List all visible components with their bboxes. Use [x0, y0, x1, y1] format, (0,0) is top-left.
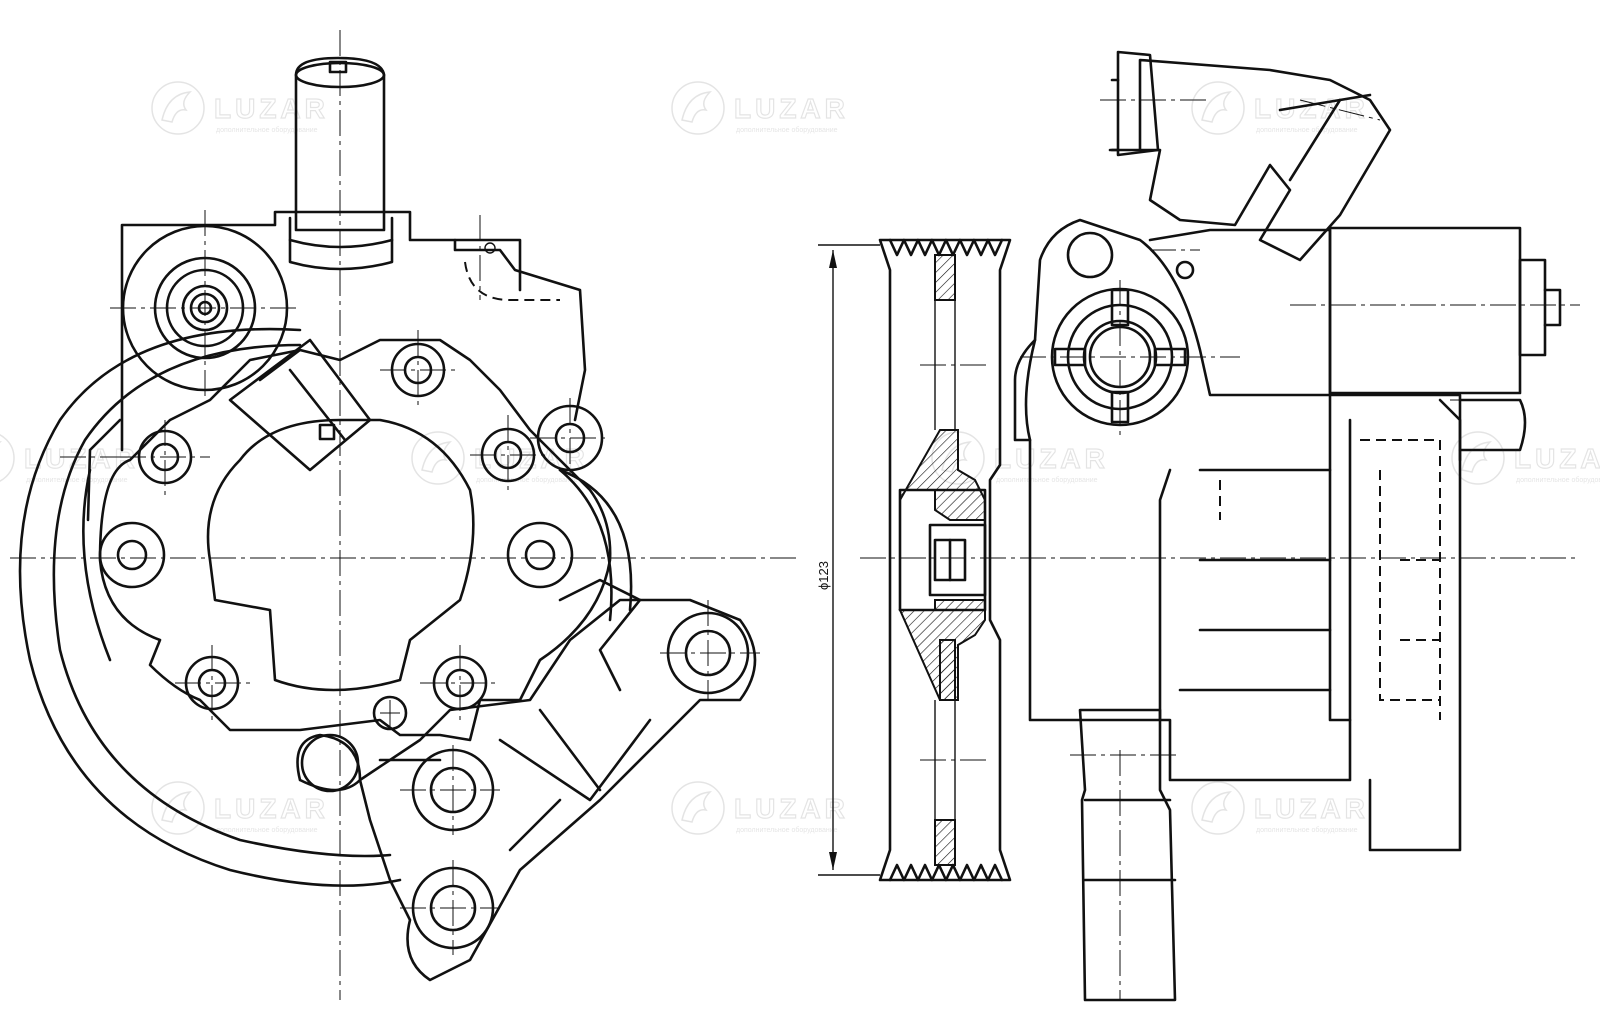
svg-text:LUZAR: LUZAR: [474, 443, 589, 474]
watermark-layer: LUZAR дополнительное оборудование LUZAR …: [0, 81, 1600, 835]
reservoir-tube: [288, 56, 394, 271]
svg-text:LUZAR: LUZAR: [214, 793, 329, 824]
watermark-1: LUZAR дополнительное оборудование: [151, 81, 329, 135]
inlet-elbow: [1108, 50, 1392, 262]
pulley-inner-outline: [52, 343, 392, 858]
mounting-flange: [98, 338, 612, 792]
svg-text:LUZAR: LUZAR: [1254, 793, 1369, 824]
svg-text:LUZAR: LUZAR: [994, 443, 1109, 474]
watermark-2: LUZAR дополнительное оборудование: [671, 81, 849, 135]
svg-text:дополнительное оборудование: дополнительное оборудование: [216, 826, 318, 834]
svg-text:LUZAR: LUZAR: [734, 793, 849, 824]
watermark-5: LUZAR дополнительное оборудование: [411, 431, 589, 485]
side-bracket: [1078, 708, 1177, 1002]
svg-text:дополнительное оборудование: дополнительное оборудование: [736, 826, 838, 834]
svg-text:дополнительное оборудование: дополнительное оборудование: [476, 476, 578, 484]
pulley-outline: [18, 327, 402, 887]
watermark-8: LUZAR дополнительное оборудование: [151, 781, 329, 835]
watermark-6: LUZAR дополнительное оборудование: [931, 431, 1109, 485]
svg-text:LUZAR: LUZAR: [1254, 93, 1369, 124]
watermark-4: LUZAR дополнительное оборудование: [0, 431, 139, 485]
svg-text:дополнительное оборудование: дополнительное оборудование: [1256, 826, 1358, 834]
watermark-3: LUZAR дополнительное оборудование: [1191, 81, 1369, 135]
svg-text:дополнительное оборудование: дополнительное оборудование: [1256, 126, 1358, 134]
svg-text:LUZAR: LUZAR: [24, 443, 139, 474]
watermark-10: LUZAR дополнительное оборудование: [1191, 781, 1369, 835]
svg-text:LUZAR: LUZAR: [734, 93, 849, 124]
rear-cover: [1328, 226, 1562, 395]
pulley-diameter-label: ϕ123: [816, 561, 831, 590]
bracket-bolt-holes: [411, 611, 750, 950]
watermark-9: LUZAR дополнительное оборудование: [671, 781, 849, 835]
front-center-lines: [10, 30, 800, 1000]
front-view: [10, 30, 800, 1000]
svg-text:дополнительное оборудование: дополнительное оборудование: [1516, 476, 1600, 484]
svg-text:LUZAR: LUZAR: [1514, 443, 1600, 474]
svg-text:дополнительное оборудование: дополнительное оборудование: [216, 126, 318, 134]
svg-text:дополнительное оборудование: дополнительное оборудование: [26, 476, 128, 484]
svg-text:дополнительное оборудование: дополнительное оборудование: [996, 476, 1098, 484]
flange-bore: [206, 418, 475, 692]
mounting-bracket: [358, 578, 757, 982]
pulley-diameter-dimension: ϕ123: [816, 244, 880, 876]
watermark-7: LUZAR дополнительное оборудование: [1451, 431, 1600, 485]
svg-text:LUZAR: LUZAR: [214, 93, 329, 124]
svg-text:дополнительное оборудование: дополнительное оборудование: [736, 126, 838, 134]
side-view: ϕ123: [816, 50, 1580, 1002]
pulley-section: [878, 238, 1012, 882]
side-center-lines: [860, 99, 1580, 1000]
